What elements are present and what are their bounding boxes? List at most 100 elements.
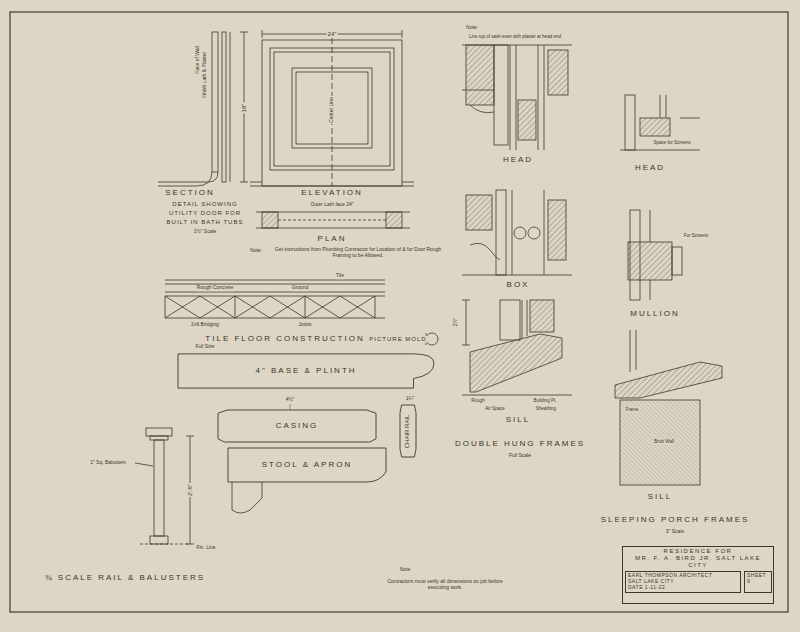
annotation: For Screens bbox=[683, 234, 710, 239]
double-hung-box-part bbox=[514, 227, 526, 239]
porch-sill-part bbox=[636, 330, 637, 370]
annotation: Joists bbox=[298, 322, 313, 328]
note-heading: Note: bbox=[465, 25, 479, 31]
dimension: 24" bbox=[327, 31, 338, 38]
annotation: Face of Wall bbox=[195, 45, 201, 75]
porch-sill-part bbox=[615, 362, 722, 398]
annotation: Fin. Line bbox=[195, 545, 216, 551]
tub-door-section-part bbox=[158, 172, 212, 186]
tub-door-plan-part bbox=[386, 212, 402, 228]
sheet-cell: SHEET9 bbox=[744, 571, 772, 593]
porch-head-part bbox=[680, 118, 700, 119]
tile-floor bbox=[165, 280, 438, 345]
scale-note: 1½" Scale bbox=[193, 229, 218, 235]
tub-door-elevation-part bbox=[402, 182, 414, 183]
view-title: HEAD bbox=[502, 156, 534, 165]
rail-balusters-part bbox=[186, 436, 194, 437]
porch-mullion-part bbox=[650, 280, 651, 300]
tub-door-section-part bbox=[240, 182, 248, 183]
porch-head-part bbox=[660, 95, 661, 118]
view-title: SECTION bbox=[164, 189, 216, 198]
part-name: STOOL & APRON bbox=[262, 460, 352, 469]
tub-door-plan-part bbox=[278, 220, 386, 221]
porch-head-part bbox=[620, 150, 700, 151]
porch-sill bbox=[615, 330, 722, 485]
dimension: Outer Lath face 24" bbox=[309, 202, 354, 208]
double-hung-sill-part bbox=[466, 300, 467, 345]
view-title: DOUBLE HUNG FRAMES bbox=[454, 440, 586, 449]
rail-balusters-part bbox=[150, 536, 168, 544]
title-text: RESIDENCE FOR bbox=[625, 548, 771, 555]
double-hung-head bbox=[462, 45, 572, 150]
double-hung-box-part bbox=[512, 190, 513, 275]
tub-door-elevation-part bbox=[402, 30, 403, 38]
molding-profile: 4" BASE & PLINTH bbox=[178, 352, 434, 390]
note-heading: Note: bbox=[249, 248, 263, 254]
annotation: Building Pt. bbox=[533, 399, 558, 404]
double-hung-box-part bbox=[496, 190, 506, 275]
tile-floor-part bbox=[165, 296, 385, 297]
sheet-border bbox=[10, 12, 788, 612]
note-heading: Note bbox=[399, 567, 412, 573]
stool-apron bbox=[232, 404, 290, 513]
profile-outline bbox=[218, 410, 376, 442]
double-hung-sill-part bbox=[470, 334, 562, 392]
double-hung-head-part bbox=[548, 50, 568, 95]
annotation: Finish Lath & Plaster bbox=[202, 51, 208, 99]
annotation: Space for Screens bbox=[652, 141, 691, 146]
tub-door-elevation bbox=[250, 30, 414, 186]
part-name: CHAIR RAIL bbox=[405, 414, 412, 448]
part-name: PICTURE MOLD bbox=[368, 336, 427, 343]
tile-floor-part bbox=[426, 333, 438, 345]
tub-door-elevation-part bbox=[250, 182, 262, 183]
tub-door-elevation-part bbox=[262, 30, 263, 38]
tub-door-section bbox=[158, 32, 248, 186]
tile-floor-part bbox=[165, 296, 375, 318]
annotation: Sheathing bbox=[535, 407, 557, 412]
annotation: 1" Sq. Balusters bbox=[89, 460, 127, 466]
detail-title: BUILT IN BATH TUBS bbox=[166, 219, 245, 226]
porch-head-part bbox=[640, 118, 670, 136]
molding-profile: CHAIR RAIL bbox=[400, 405, 416, 457]
view-title: SLEEPING PORCH FRAMES bbox=[600, 516, 751, 525]
view-title: PLAN bbox=[317, 235, 348, 244]
title-text: MR. F. A. BIRD JR. SALT LAKE CITY bbox=[625, 555, 771, 569]
annotation: Tile bbox=[335, 273, 345, 279]
double-hung-box-part bbox=[548, 200, 566, 260]
tub-door-section-part bbox=[158, 172, 218, 182]
double-hung-head-part bbox=[510, 45, 511, 150]
porch-sill-part bbox=[630, 330, 631, 372]
porch-mullion-part bbox=[650, 210, 651, 242]
view-title: SILL bbox=[647, 493, 673, 502]
tub-door-section-part bbox=[240, 32, 248, 33]
view-title: HEAD bbox=[634, 164, 666, 173]
double-hung-sill bbox=[462, 300, 572, 395]
double-hung-box bbox=[462, 190, 572, 275]
tile-floor-part bbox=[235, 296, 236, 318]
tub-door-elevation-part bbox=[250, 186, 414, 187]
title-text: DATE 1-11-22 bbox=[628, 585, 738, 591]
double-hung-sill-part bbox=[530, 300, 554, 332]
double-hung-sill-part bbox=[500, 300, 520, 340]
dimension: 1¼" bbox=[405, 396, 416, 402]
double-hung-head-part bbox=[544, 45, 545, 150]
dimension: 2½" bbox=[453, 317, 459, 328]
annotation: Center Line bbox=[329, 96, 335, 124]
annotation: Frame bbox=[624, 408, 639, 413]
double-hung-box-part bbox=[544, 190, 545, 275]
note-text: Get instructions from Plumbing Contracto… bbox=[269, 247, 447, 258]
rail-balusters bbox=[135, 428, 194, 544]
rail-balusters-part bbox=[154, 440, 164, 536]
profile-outline bbox=[178, 354, 434, 388]
part-name: 4" BASE & PLINTH bbox=[255, 366, 356, 375]
tile-floor-part bbox=[165, 292, 385, 293]
annotation: Brick Wall bbox=[653, 440, 675, 445]
porch-head-part bbox=[666, 95, 667, 118]
tub-door-section-part bbox=[222, 32, 226, 182]
porch-mullion bbox=[628, 210, 682, 300]
rail-balusters-part bbox=[135, 463, 153, 466]
dimension: 4½" bbox=[285, 397, 296, 403]
dimension: 2'-8" bbox=[187, 483, 194, 497]
double-hung-box-part bbox=[466, 195, 492, 230]
